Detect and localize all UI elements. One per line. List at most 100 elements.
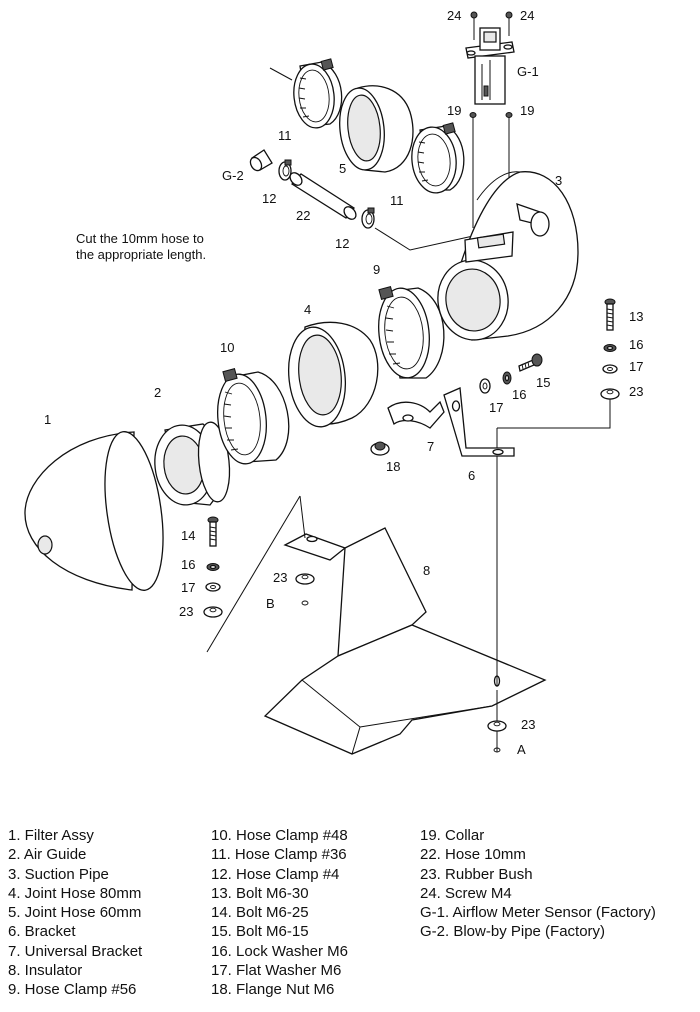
callout-4: 4 [304, 302, 311, 317]
legend-item: 12. Hose Clamp #4 [211, 865, 340, 883]
callout-24-left: 24 [447, 8, 461, 23]
legend-item: 17. Flat Washer M6 [211, 962, 342, 980]
legend-item: 18. Flange Nut M6 [211, 981, 335, 999]
callout-3: 3 [555, 173, 562, 188]
legend-item: 1. Filter Assy [8, 827, 94, 844]
legend-item: G-2. Blow-by Pipe (Factory) [420, 923, 606, 941]
part-blow-by-pipe [249, 149, 273, 172]
part-bolt-m6-15 [518, 353, 543, 372]
part-flat-washer-upper [479, 378, 491, 394]
part-joint-hose-60mm [339, 85, 414, 173]
legend-item: 11. Hose Clamp #36 [211, 846, 347, 864]
callout-17-upper: 17 [489, 400, 503, 415]
callout-18: 18 [386, 459, 400, 474]
callout-1: 1 [44, 412, 51, 427]
part-lock-washer-right [603, 344, 617, 352]
callout-12-upper: 12 [262, 191, 276, 206]
legend-item: 6. Bracket [8, 923, 76, 941]
part-flat-washer-right [602, 364, 618, 374]
callout-19-right: 19 [520, 103, 534, 118]
part-air-guide [154, 421, 231, 506]
callout-19-left: 19 [447, 103, 461, 118]
part-flat-washer-left [205, 582, 221, 592]
part-hose-clamp-48 [217, 368, 290, 465]
part-airflow-meter-sensor [465, 27, 515, 105]
legend-column-3: 19. Collar 22. Hose 10mm 23. Rubber Bush… [420, 826, 656, 942]
cut-hose-note-line1: Cut the 10mm hose to [76, 231, 204, 246]
legend-item: 14. Bolt M6-25 [211, 904, 309, 922]
callout-6: 6 [468, 468, 475, 483]
callout-13: 13 [629, 309, 643, 324]
callout-16-upper: 16 [512, 387, 526, 402]
callout-9: 9 [373, 262, 380, 277]
callout-11-upper: 11 [278, 128, 292, 143]
part-bolt-m6-30 [604, 298, 616, 331]
legend-item: 8. Insulator [8, 962, 83, 980]
callout-5: 5 [339, 161, 346, 176]
callout-17-right: 17 [629, 359, 643, 374]
part-hose-clamp-56 [378, 286, 445, 379]
part-bracket [443, 387, 515, 457]
part-screw-m4-left [470, 11, 478, 40]
part-hose-clamp-4-lower [361, 207, 375, 229]
callout-15: 15 [536, 375, 550, 390]
callout-23-left: 23 [179, 604, 193, 619]
part-screw-m4-right [505, 11, 513, 36]
legend-item: 24. Screw M4 [420, 884, 512, 902]
part-lock-washer-upper [502, 371, 512, 385]
legend-item: 13. Bolt M6-30 [211, 884, 309, 902]
callout-2: 2 [154, 385, 161, 400]
part-rubber-bush-left [203, 606, 223, 618]
callout-8: 8 [423, 563, 430, 578]
callout-22: 22 [296, 208, 310, 223]
callout-14: 14 [181, 528, 195, 543]
callout-24-right: 24 [520, 8, 534, 23]
part-rubber-bush-a [487, 720, 507, 753]
callout-11-lower: 11 [390, 193, 404, 208]
legend-item: 4. Joint Hose 80mm [8, 884, 142, 902]
legend-column-2: 10. Hose Clamp #48 11. Hose Clamp #36 12… [211, 826, 348, 1000]
part-insulator [263, 527, 547, 755]
legend-item: G-1. Airflow Meter Sensor (Factory) [420, 904, 656, 922]
part-filter-assy [24, 431, 164, 591]
part-hose-clamp-36-upper [293, 58, 343, 129]
callout-23-b: 23 [273, 570, 287, 585]
callout-23-right: 23 [629, 384, 643, 399]
part-hose-10mm [289, 172, 357, 220]
legend-column-1: 1. Filter Assy 2. Air Guide 3. Suction P… [8, 826, 142, 1000]
part-hose-clamp-36-lower [411, 122, 465, 194]
callout-23-a: 23 [521, 717, 535, 732]
parts-legend: 1. Filter Assy 2. Air Guide 3. Suction P… [0, 826, 700, 1006]
legend-item: 5. Joint Hose 60mm [8, 904, 142, 922]
part-universal-bracket [387, 400, 445, 429]
part-collar-right [505, 112, 513, 118]
cut-hose-note-line2: the appropriate length. [76, 247, 206, 262]
part-collar-left [469, 112, 477, 118]
part-joint-hose-80mm [288, 321, 379, 428]
callout-a: A [517, 742, 526, 757]
part-suction-pipe [437, 171, 579, 341]
callout-16-left: 16 [181, 557, 195, 572]
legend-item: 23. Rubber Bush [420, 865, 533, 883]
callout-12-lower: 12 [335, 236, 349, 251]
legend-item: 22. Hose 10mm [420, 846, 526, 864]
callout-7: 7 [427, 439, 434, 454]
callout-10: 10 [220, 340, 234, 355]
legend-item: 16. Lock Washer M6 [211, 942, 348, 960]
part-hose-clamp-4-upper [278, 159, 292, 181]
callout-b: B [266, 596, 275, 611]
legend-item: 3. Suction Pipe [8, 865, 109, 883]
legend-item: 19. Collar [420, 827, 485, 844]
callout-16-right: 16 [629, 337, 643, 352]
legend-item: 10. Hose Clamp #48 [211, 827, 348, 844]
part-bolt-m6-25 [207, 516, 219, 547]
legend-item: 7. Universal Bracket [8, 942, 143, 960]
part-flange-nut [370, 441, 390, 456]
callout-g1: G-1 [517, 64, 539, 79]
legend-item: 9. Hose Clamp #56 [8, 981, 137, 999]
part-lock-washer-left [206, 563, 220, 571]
part-rubber-bush-b [295, 573, 315, 606]
callout-g2: G-2 [222, 168, 244, 183]
callout-17-left: 17 [181, 580, 195, 595]
legend-item: 15. Bolt M6-15 [211, 923, 309, 941]
